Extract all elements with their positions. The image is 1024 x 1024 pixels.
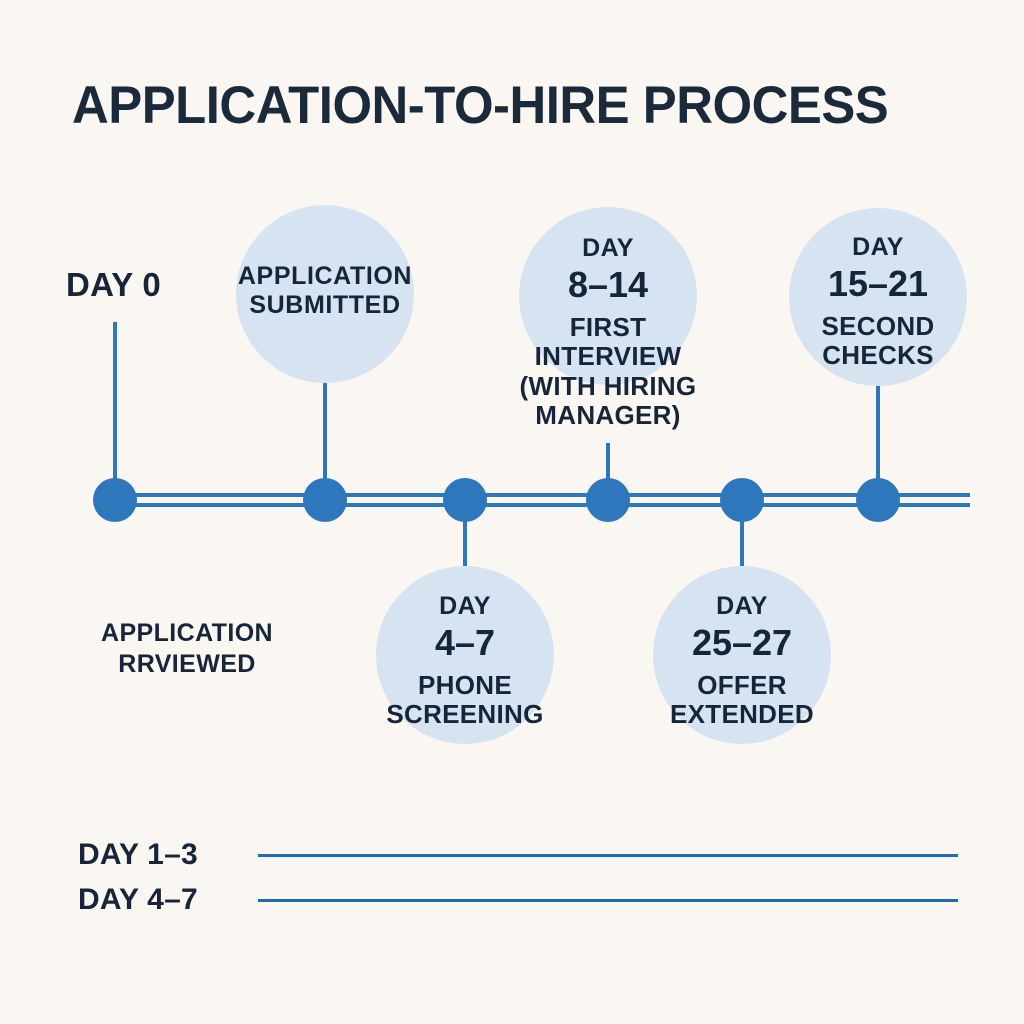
timeline-dot-5[interactable] <box>720 478 764 522</box>
page-title: APPLICATION-TO-HIRE PROCESS <box>72 76 889 135</box>
bubble-label-offer-extended: DAY 25–27 OFFER EXTENDED <box>642 592 842 730</box>
bubble-event-second-checks: SECOND CHECKS <box>821 310 935 371</box>
bubble-day-word-first-interview: DAY <box>582 234 634 262</box>
bubble-day-word-offer-extended: DAY <box>716 592 768 620</box>
timeline-axis-line-bottom <box>100 503 970 507</box>
bubble-day-word-phone-screening: DAY <box>439 592 491 620</box>
legend-rule-day-1-3 <box>258 853 958 857</box>
bubble-event-offer-extended: OFFER EXTENDED <box>670 669 814 730</box>
timeline-dot-3[interactable] <box>443 478 487 522</box>
bubble-day-num-phone-screening: 4–7 <box>434 621 496 663</box>
stem-node-phone-screening <box>463 500 467 566</box>
stem-day0-label <box>113 322 117 500</box>
bubble-event-first-interview: FIRST INTERVIEW (WITH HIRING MANAGER) <box>519 311 697 431</box>
bubble-first-interview[interactable] <box>519 207 697 385</box>
bubble-day-num-first-interview: 8–14 <box>567 263 649 305</box>
bubble-event-application-submitted: APPLICATION SUBMITTED <box>237 262 413 319</box>
bubble-application-submitted[interactable] <box>236 205 414 383</box>
stem-node-application-submitted <box>323 382 327 500</box>
timeline-dot-6[interactable] <box>856 478 900 522</box>
label-application-reviewed: APPLICATION RRVIEWED <box>101 619 273 679</box>
bubble-second-checks[interactable] <box>789 208 967 386</box>
bubble-offer-extended[interactable] <box>653 566 831 744</box>
stem-node-first-interview <box>606 443 610 500</box>
stem-node-second-checks <box>876 383 880 500</box>
bubble-event-phone-screening: PHONE SCREENING <box>386 669 544 730</box>
stem-node-offer-extended <box>740 500 744 566</box>
legend-rule-day-4-7 <box>258 898 958 902</box>
label-day-0: DAY 0 <box>66 266 162 303</box>
legend-label-day-4-7: DAY 4–7 <box>78 883 198 916</box>
bubble-label-application-submitted: APPLICATION SUBMITTED <box>225 262 425 319</box>
bubble-day-num-offer-extended: 25–27 <box>691 621 793 663</box>
timeline-dot-4[interactable] <box>586 478 630 522</box>
timeline-dot-2[interactable] <box>303 478 347 522</box>
timeline-axis-inner-gap <box>100 497 970 503</box>
bubble-phone-screening[interactable] <box>376 566 554 744</box>
bubble-label-first-interview: DAY 8–14 FIRST INTERVIEW (WITH HIRING MA… <box>508 234 708 431</box>
legend-row-day-1-3[interactable]: DAY 1–3 <box>78 838 958 872</box>
timeline-axis-line-top <box>100 493 970 497</box>
bubble-label-phone-screening: DAY 4–7 PHONE SCREENING <box>365 592 565 730</box>
legend-label-day-1-3: DAY 1–3 <box>78 838 198 871</box>
bubble-day-word-second-checks: DAY <box>852 233 904 261</box>
timeline-dot-1[interactable] <box>93 478 137 522</box>
legend-row-day-4-7[interactable]: DAY 4–7 <box>78 883 958 917</box>
bubble-day-num-second-checks: 15–21 <box>827 262 929 304</box>
bubble-label-second-checks: DAY 15–21 SECOND CHECKS <box>778 233 978 371</box>
